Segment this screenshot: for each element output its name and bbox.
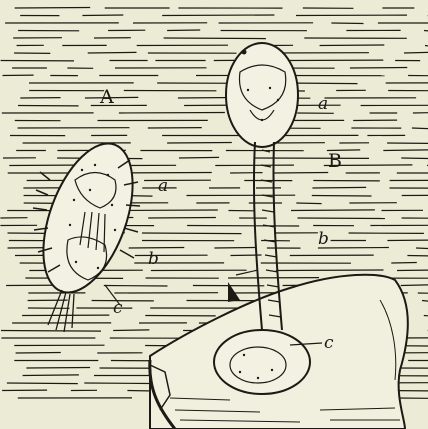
hatch-line <box>26 368 90 369</box>
hatch-line <box>84 383 150 384</box>
label-b-part-a: a <box>318 96 328 113</box>
hatch-line <box>15 8 91 9</box>
hatch-line <box>142 233 242 234</box>
hatch-line <box>298 218 385 219</box>
hatch-line <box>422 301 428 302</box>
hatch-line <box>320 45 385 46</box>
label-figure-b: B <box>328 152 342 171</box>
hatch-line <box>214 248 255 249</box>
hatch-line <box>1 331 101 332</box>
hatch-line <box>117 210 218 211</box>
hatch-line <box>104 286 168 287</box>
hatch-line <box>276 270 384 271</box>
hatch-line <box>88 52 137 53</box>
hatch-line <box>113 330 149 331</box>
hatch-line <box>404 52 428 53</box>
hatch-line <box>331 23 363 24</box>
hatch-line <box>7 383 78 384</box>
hatch-line <box>148 218 216 219</box>
hatch-line <box>129 248 185 249</box>
hatch-line <box>274 173 329 174</box>
hatch-line <box>179 157 219 158</box>
hatch-line <box>401 285 428 286</box>
label-a-part-a: a <box>158 178 168 195</box>
organism-a <box>26 132 151 332</box>
hatch-line <box>416 248 428 249</box>
hatch-line <box>391 263 417 264</box>
label-a-part-b: b <box>148 251 159 268</box>
hatch-line <box>164 38 266 39</box>
hatch-line <box>312 196 372 197</box>
hatch-line <box>383 150 428 151</box>
hatch-line <box>312 187 366 188</box>
hatch-line <box>401 158 428 159</box>
hatch-line <box>119 113 225 114</box>
label-a-part-c: c <box>113 300 123 317</box>
hatch-line <box>167 30 200 31</box>
hatch-line <box>162 15 274 16</box>
label-b-part-b: b <box>318 231 329 248</box>
hatch-line <box>82 15 123 16</box>
hatch-line <box>23 375 79 376</box>
hatch-line <box>350 68 407 69</box>
label-b-part-c: c <box>324 335 334 352</box>
hatch-line <box>291 210 375 211</box>
hatch-line <box>412 128 428 129</box>
hatch-line <box>167 143 232 144</box>
hatch-line <box>187 226 299 227</box>
hatch-line <box>296 203 321 204</box>
hatch-line <box>16 353 61 354</box>
label-figure-a: A <box>100 88 114 107</box>
